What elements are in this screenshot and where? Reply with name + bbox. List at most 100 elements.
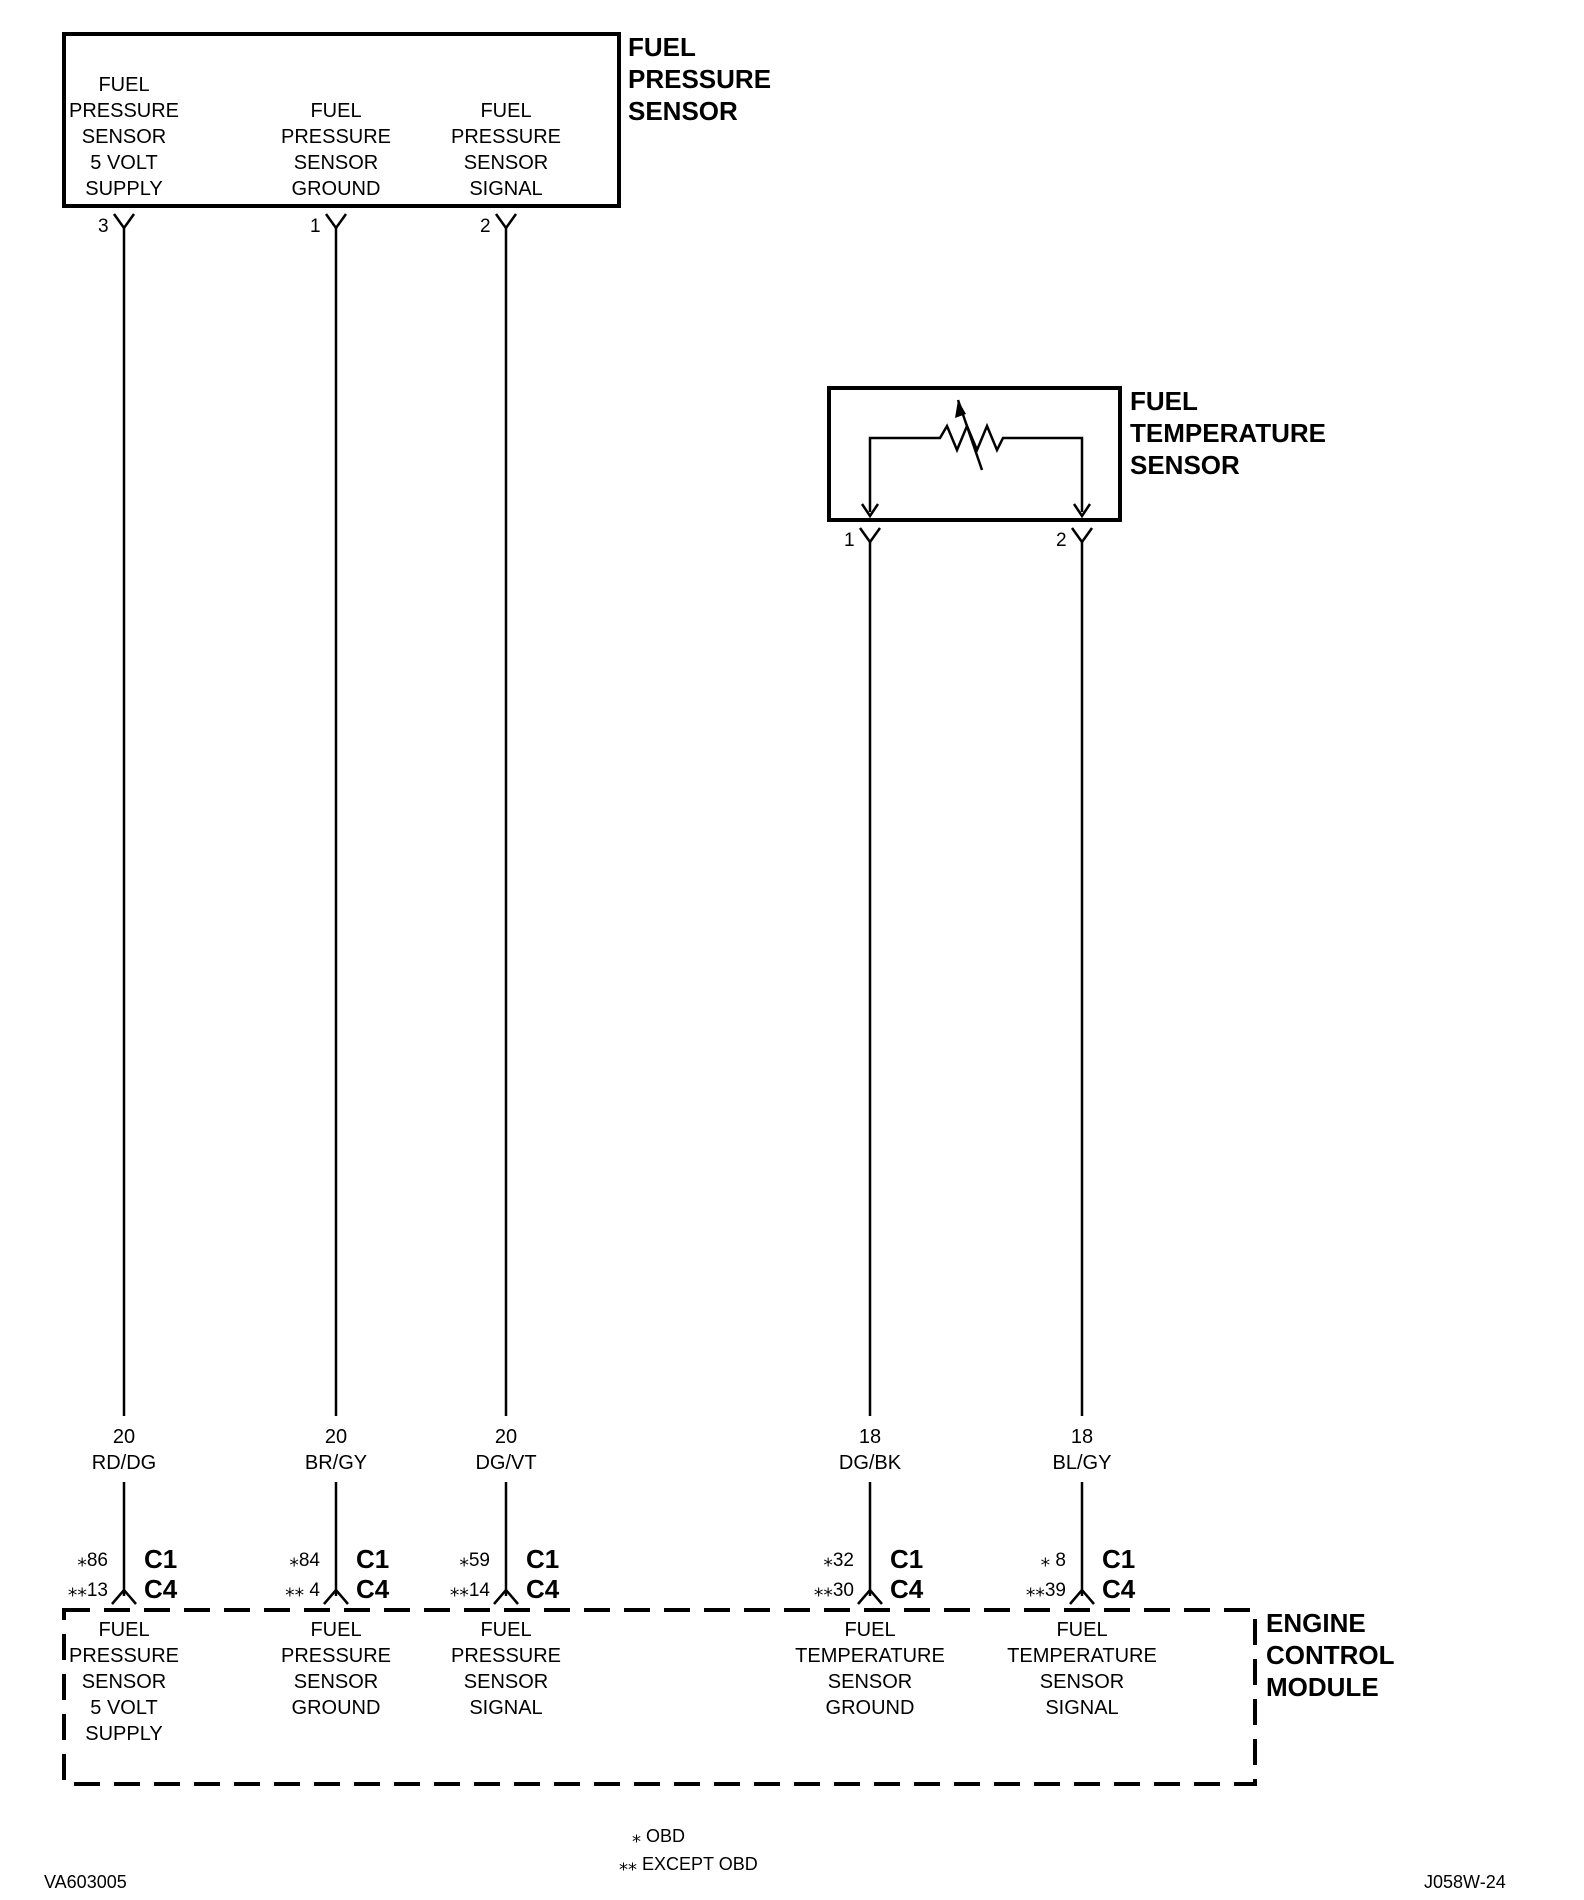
wire-color-dg-bk: DG/BK bbox=[839, 1452, 902, 1474]
fps-signal-line-1: FUEL bbox=[480, 100, 531, 122]
ecm-temp-ground-line-2: TEMPERATURE bbox=[795, 1645, 945, 1667]
ecm-pin-except-signal: ⁎⁎14 bbox=[450, 1580, 491, 1601]
ecm-connector-c4-ground: C4 bbox=[356, 1574, 390, 1604]
ecm-ground-line-2: PRESSURE bbox=[281, 1645, 391, 1667]
ecm-supply-line-4: 5 VOLT bbox=[90, 1697, 157, 1719]
ecm-signal-line-2: PRESSURE bbox=[451, 1645, 561, 1667]
fps-supply-line-4: 5 VOLT bbox=[90, 152, 157, 174]
ecm-title-3: MODULE bbox=[1266, 1672, 1379, 1702]
ecm-pin-obd-temp-signal: ⁎ 8 bbox=[1041, 1550, 1066, 1571]
ecm-connector-c4-temp-ground: C4 bbox=[890, 1574, 924, 1604]
engine-control-module: ENGINE CONTROL MODULE FUEL PRESSURE SENS… bbox=[62, 1608, 1395, 1786]
ecm-supply-line-5: SUPPLY bbox=[85, 1723, 162, 1745]
fuel-temperature-sensor-title-3: SENSOR bbox=[1130, 450, 1240, 480]
wire-color-rd-dg: RD/DG bbox=[92, 1452, 156, 1474]
ecm-temp-signal-line-2: TEMPERATURE bbox=[1007, 1645, 1157, 1667]
ecm-pin-except-supply: ⁎⁎13 bbox=[68, 1580, 108, 1601]
thermistor-arrow-head bbox=[955, 400, 966, 418]
ecm-pin-obd-temp-ground: ⁎32 bbox=[823, 1550, 854, 1571]
ecm-ground-line-4: GROUND bbox=[292, 1697, 381, 1719]
ecm-temp-signal-line-1: FUEL bbox=[1056, 1619, 1107, 1641]
ecm-label-temp-signal: FUEL TEMPERATURE SENSOR SIGNAL bbox=[1007, 1619, 1157, 1719]
legend: ⁎ OBD ⁎⁎ EXCEPT OBD bbox=[619, 1826, 758, 1874]
ecm-pin-obd-ground: ⁎84 bbox=[289, 1550, 320, 1571]
legend-obd: ⁎ OBD bbox=[632, 1826, 685, 1846]
fps-ground-line-3: SENSOR bbox=[294, 152, 378, 174]
thermistor-terminal-arrow-2 bbox=[1072, 503, 1092, 519]
ecm-pin-obd-supply: ⁎86 bbox=[77, 1550, 108, 1571]
fps-pin-label-supply: FUEL PRESSURE SENSOR 5 VOLT SUPPLY bbox=[69, 74, 179, 200]
thermistor-terminal-arrow-1 bbox=[860, 503, 880, 519]
wire-labels: 20 RD/DG 20 BR/GY 20 DG/VT 18 DG/BK 18 B… bbox=[92, 1426, 1112, 1474]
fps-connector-symbol-supply bbox=[112, 213, 136, 231]
wire-color-bl-gy: BL/GY bbox=[1053, 1452, 1112, 1474]
fps-pin-number-supply: 3 bbox=[98, 216, 109, 237]
ecm-title-2: CONTROL bbox=[1266, 1640, 1395, 1670]
fps-ground-line-4: GROUND bbox=[292, 178, 381, 200]
fps-pin-label-signal: FUEL PRESSURE SENSOR SIGNAL bbox=[451, 100, 561, 200]
ecm-temp-signal-line-4: SIGNAL bbox=[1045, 1697, 1118, 1719]
wire-gauge-dg-vt: 20 bbox=[495, 1426, 517, 1448]
ecm-label-supply: FUEL PRESSURE SENSOR 5 VOLT SUPPLY bbox=[69, 1619, 179, 1745]
ecm-signal-line-3: SENSOR bbox=[464, 1671, 548, 1693]
ecm-connector-symbol-signal bbox=[493, 1588, 519, 1605]
fps-connector-symbol-ground bbox=[324, 213, 348, 231]
wire-gauge-bl-gy: 18 bbox=[1071, 1426, 1093, 1448]
fts-connector-symbol-2 bbox=[1070, 527, 1094, 545]
fps-supply-line-5: SUPPLY bbox=[85, 178, 162, 200]
ecm-connector-c4-signal: C4 bbox=[526, 1574, 560, 1604]
wire-gauge-rd-dg: 20 bbox=[113, 1426, 135, 1448]
fuel-temperature-sensor-title-2: TEMPERATURE bbox=[1130, 418, 1326, 448]
fps-pin-label-ground: FUEL PRESSURE SENSOR GROUND bbox=[281, 100, 391, 200]
fps-ground-line-2: PRESSURE bbox=[281, 126, 391, 148]
fps-supply-line-1: FUEL bbox=[98, 74, 149, 96]
fps-signal-line-4: SIGNAL bbox=[469, 178, 542, 200]
wire-gauge-dg-bk: 18 bbox=[859, 1426, 881, 1448]
fuel-pressure-sensor: FUEL PRESSURE SENSOR FUEL PRESSURE SENSO… bbox=[62, 32, 771, 237]
ecm-connector-pins: ⁎86 ⁎⁎13 C1 C4 ⁎84 ⁎⁎ 4 C1 C4 ⁎59 ⁎⁎14 C… bbox=[68, 1544, 1136, 1605]
ecm-title-1: ENGINE bbox=[1266, 1608, 1366, 1638]
thermistor-circuit bbox=[868, 422, 1084, 512]
ecm-connector-c1-temp-ground: C1 bbox=[890, 1544, 923, 1574]
ecm-temp-ground-line-3: SENSOR bbox=[828, 1671, 912, 1693]
fuel-pressure-sensor-title-1: FUEL bbox=[628, 32, 696, 62]
ecm-ground-line-1: FUEL bbox=[310, 1619, 361, 1641]
ecm-pin-except-ground: ⁎⁎ 4 bbox=[285, 1580, 320, 1601]
ecm-label-temp-ground: FUEL TEMPERATURE SENSOR GROUND bbox=[795, 1619, 945, 1719]
ecm-pin-obd-signal: ⁎59 bbox=[459, 1550, 490, 1571]
ecm-label-ground: FUEL PRESSURE SENSOR GROUND bbox=[281, 1619, 391, 1719]
ecm-label-signal: FUEL PRESSURE SENSOR SIGNAL bbox=[451, 1619, 561, 1719]
fps-pin-number-ground: 1 bbox=[310, 216, 321, 237]
ecm-ground-line-3: SENSOR bbox=[294, 1671, 378, 1693]
ecm-pin-except-temp-ground: ⁎⁎30 bbox=[814, 1580, 854, 1601]
ecm-temp-ground-line-4: GROUND bbox=[826, 1697, 915, 1719]
ecm-connector-c4-supply: C4 bbox=[144, 1574, 178, 1604]
fps-supply-line-3: SENSOR bbox=[82, 126, 166, 148]
fps-pin-number-signal: 2 bbox=[480, 216, 491, 237]
ecm-supply-line-1: FUEL bbox=[98, 1619, 149, 1641]
fts-pin-number-2: 2 bbox=[1056, 530, 1067, 551]
wires bbox=[122, 228, 1084, 1596]
fuel-temperature-sensor-box bbox=[827, 386, 1122, 522]
fuel-temperature-sensor-title-1: FUEL bbox=[1130, 386, 1198, 416]
engine-control-module-box bbox=[62, 1608, 1257, 1786]
ecm-signal-line-4: SIGNAL bbox=[469, 1697, 542, 1719]
ecm-temp-ground-line-1: FUEL bbox=[844, 1619, 895, 1641]
ecm-pin-except-temp-signal: ⁎⁎39 bbox=[1026, 1580, 1066, 1601]
fuel-pressure-sensor-title-3: SENSOR bbox=[628, 96, 738, 126]
fps-signal-line-3: SENSOR bbox=[464, 152, 548, 174]
ecm-supply-line-2: PRESSURE bbox=[69, 1645, 179, 1667]
wire-gauge-br-gy: 20 bbox=[325, 1426, 347, 1448]
figure-code-left: VA603005 bbox=[44, 1872, 127, 1892]
ecm-connector-c1-supply: C1 bbox=[144, 1544, 177, 1574]
ecm-connector-symbol-supply bbox=[111, 1588, 137, 1605]
wire-color-br-gy: BR/GY bbox=[305, 1452, 367, 1474]
ecm-connector-symbol-temp-ground bbox=[857, 1588, 883, 1605]
ecm-connector-symbol-ground bbox=[323, 1588, 349, 1605]
ecm-temp-signal-line-3: SENSOR bbox=[1040, 1671, 1124, 1693]
ecm-connector-c1-temp-signal: C1 bbox=[1102, 1544, 1135, 1574]
fps-signal-line-2: PRESSURE bbox=[451, 126, 561, 148]
ecm-connector-c1-ground: C1 bbox=[356, 1544, 389, 1574]
ecm-signal-line-1: FUEL bbox=[480, 1619, 531, 1641]
